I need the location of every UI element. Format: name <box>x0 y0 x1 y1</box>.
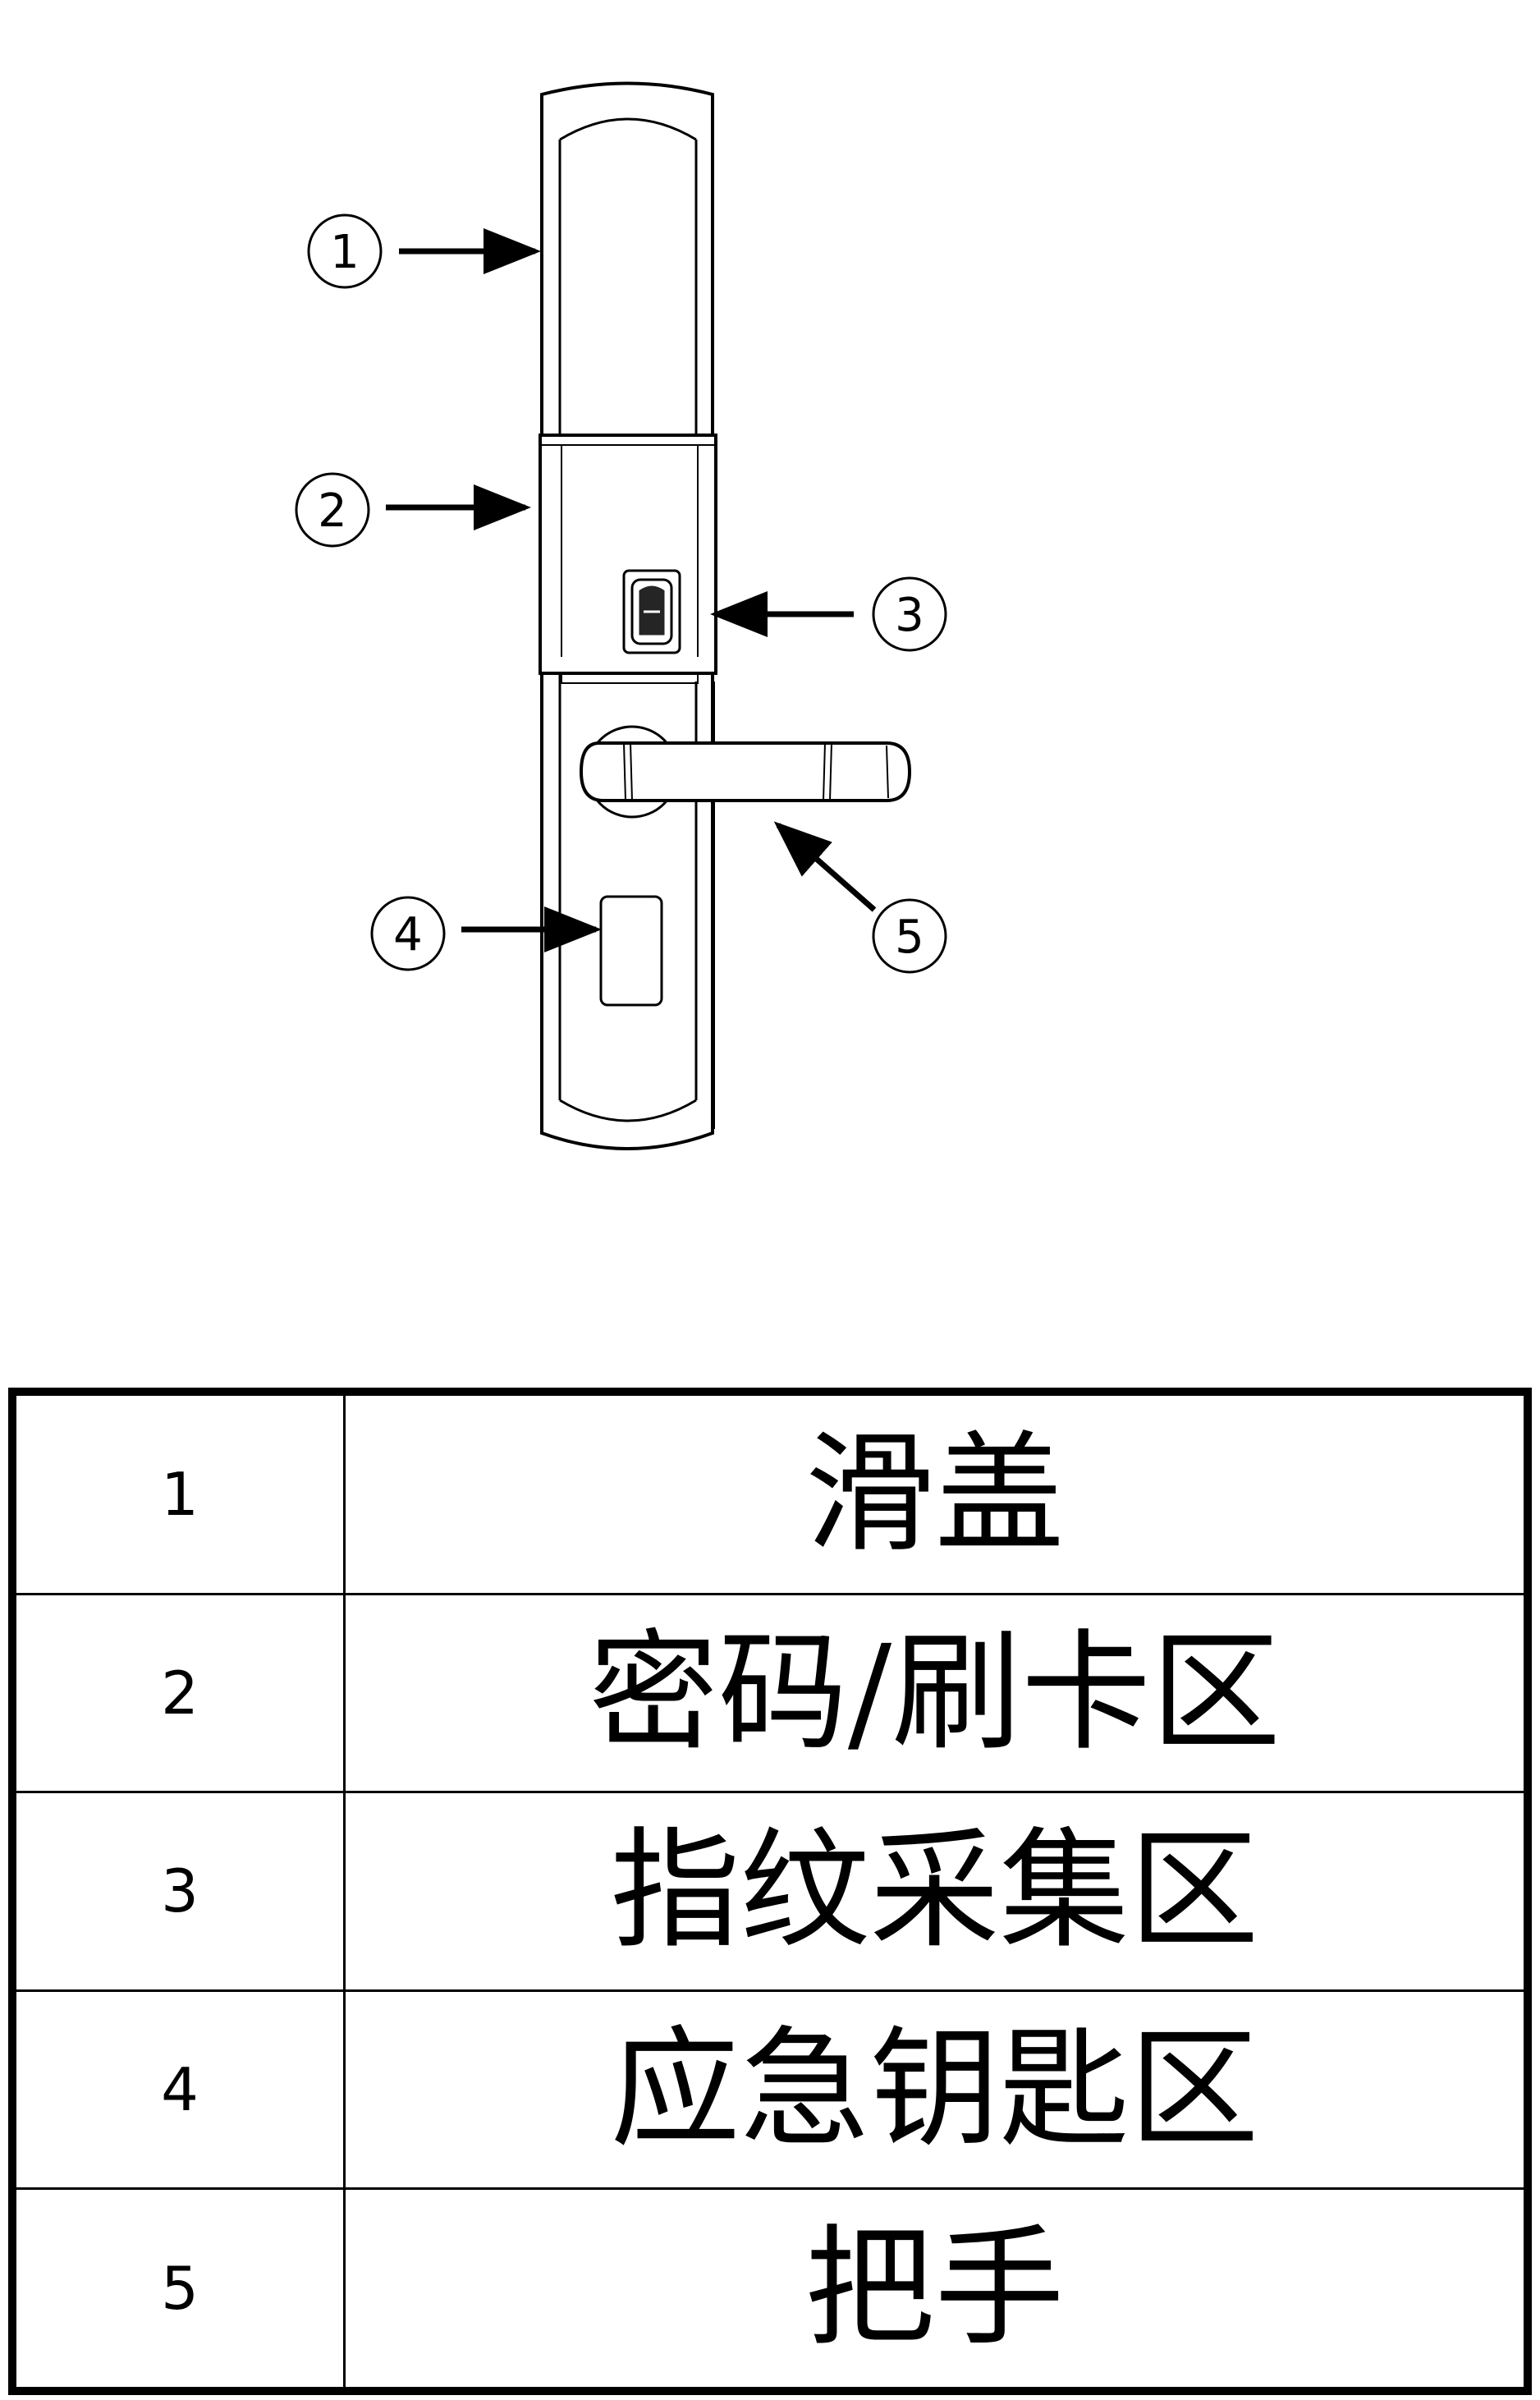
part-number: 2 <box>11 1593 346 1794</box>
keypad-module-frame <box>539 434 717 675</box>
table-row: 1 滑盖 <box>11 1390 1529 1596</box>
part-name: 指纹采集区 <box>343 1791 1529 1992</box>
part-name: 滑盖 <box>343 1390 1529 1596</box>
fingerprint-sensor-icon <box>622 569 681 654</box>
callout-2-label: 2 <box>318 484 347 538</box>
parts-table: 1 滑盖 2 密码/刷卡区 3 指纹采集区 4 应急钥匙区 5 把手 <box>8 1388 1532 2395</box>
part-number: 3 <box>11 1791 346 1992</box>
callout-4-label: 4 <box>393 908 423 961</box>
keypad-module <box>539 434 717 684</box>
part-number: 1 <box>11 1390 346 1596</box>
door-lock-diagram: 1 2 3 4 5 <box>295 81 947 1150</box>
keypad-module-base <box>561 672 699 684</box>
lock-inner-bottom-arch <box>559 1099 697 1122</box>
lock-inner-top-arch <box>559 117 697 141</box>
door-handle <box>579 725 912 819</box>
table-row: 4 应急钥匙区 <box>11 1989 1529 2190</box>
part-name: 密码/刷卡区 <box>343 1593 1529 1794</box>
handle-seam-left <box>623 742 626 801</box>
lock-outer-outline <box>540 81 714 1150</box>
callout-5: 5 <box>773 821 947 974</box>
table-row: 3 指纹采集区 <box>11 1791 1529 1992</box>
table-row: 5 把手 <box>11 2187 1529 2393</box>
callout-3-label: 3 <box>895 589 924 642</box>
table-row: 2 密码/刷卡区 <box>11 1593 1529 1794</box>
handle-lever <box>579 741 912 802</box>
part-number: 4 <box>11 1989 346 2190</box>
handle-tip-line <box>886 745 889 799</box>
part-name: 应急钥匙区 <box>343 1989 1529 2190</box>
callout-5-label: 5 <box>895 911 924 964</box>
emergency-key-slot <box>599 895 663 1007</box>
callout-1-label: 1 <box>330 226 360 279</box>
part-name: 把手 <box>343 2187 1529 2393</box>
handle-seam-left-2 <box>630 742 633 801</box>
callout-3: 3 <box>710 576 947 652</box>
callout-5-arrow <box>773 821 877 912</box>
callout-1: 1 <box>307 213 541 289</box>
callout-4: 4 <box>370 896 602 971</box>
part-number: 5 <box>11 2187 346 2393</box>
handle-seam-right-2 <box>829 742 832 801</box>
callout-2: 2 <box>295 472 531 548</box>
handle-seam-right <box>823 742 826 801</box>
